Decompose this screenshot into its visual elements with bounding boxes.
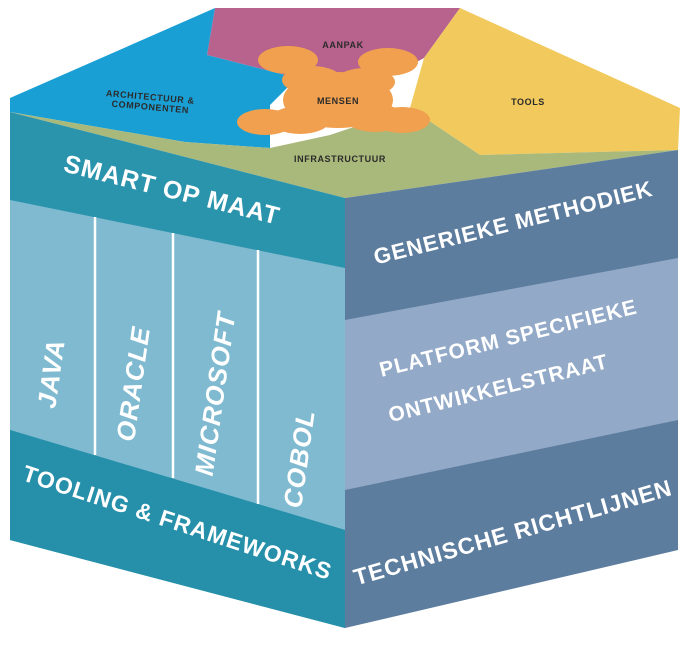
left-face: SMART OP MAAT JAVA ORACLE MICROSOFT COBO… [10, 112, 345, 628]
top-quadrant-infrastructuur [10, 108, 678, 198]
column-dividers [93, 217, 260, 504]
top-quadrant-aanpak [207, 8, 460, 96]
top-quadrant-tools [410, 8, 680, 155]
top-quadrant-architectuur [10, 8, 297, 148]
top-label-mensen: MENSEN [317, 96, 359, 106]
puzzle-piece-icon [237, 46, 430, 135]
right-face: GENERIEKE METHODIEK PLATFORM SPECIFIEKE … [345, 150, 678, 628]
top-label-aanpak: AANPAK [322, 40, 363, 50]
left-face-bottom-band [10, 430, 345, 628]
top-face: AANPAK ARCHITECTUUR & COMPONENTEN MENSEN… [10, 8, 680, 198]
top-label-infrastructuur: INFRASTRUCTUUR [294, 154, 386, 164]
top-label-tools: TOOLS [511, 97, 545, 107]
right-face-middle-band [345, 258, 678, 490]
